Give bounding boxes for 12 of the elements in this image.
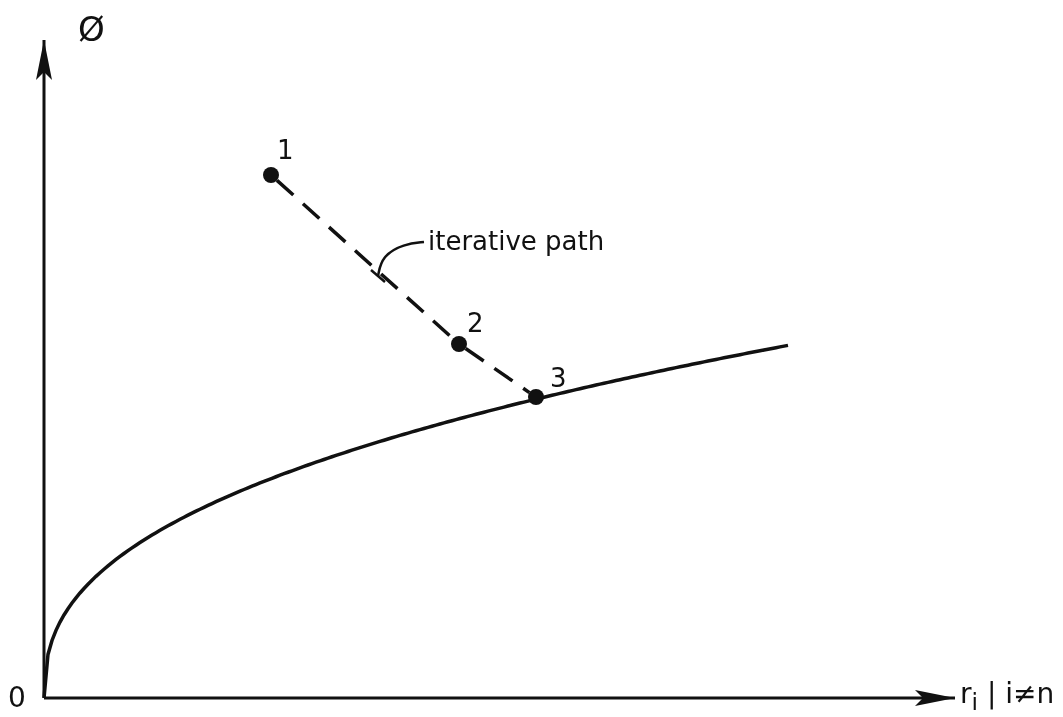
data-point: [528, 389, 544, 406]
data-point: [263, 167, 279, 183]
point-number: 3: [550, 365, 567, 392]
point-number: 1: [277, 137, 294, 163]
leader-line: [370, 240, 425, 283]
axis-label: r$_{i}$ | i≠n: [960, 680, 1055, 714]
point-number: 2: [467, 310, 484, 336]
data-point: [451, 336, 467, 352]
annotation-text: iterative path: [428, 228, 605, 254]
axis-label: Ø: [78, 12, 105, 46]
iterative-path-line: [464, 347, 531, 395]
origin-label: 0: [8, 684, 26, 712]
